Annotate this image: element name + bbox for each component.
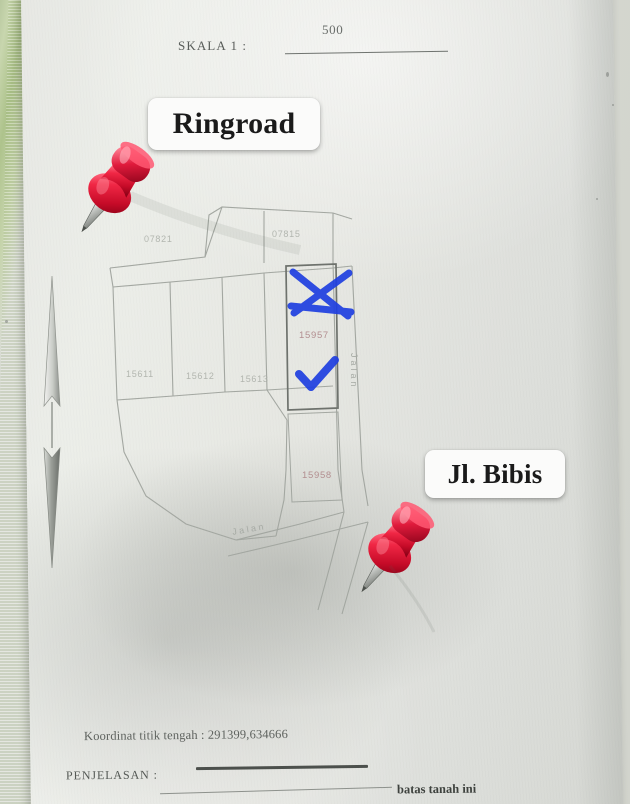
paper-sheet <box>21 0 623 804</box>
dust-speck <box>5 320 8 323</box>
label-ringroad-text: Ringroad <box>172 107 296 140</box>
parcel-label-15612: 15612 <box>186 371 215 381</box>
paper-right-edge-shading <box>566 0 623 804</box>
footer-coordinate: Koordinat titik tengah : 291399,634666 <box>83 726 289 744</box>
pushpin-icon-ringroad <box>81 141 155 233</box>
scale-value: 500 <box>322 22 344 37</box>
pushpin-icon-jl-bibis <box>361 501 435 593</box>
scale-row: SKALA 1 : 500 <box>178 22 448 62</box>
parcel-label-07821: 07821 <box>144 234 173 244</box>
north-arrow-icon <box>43 275 61 569</box>
parcel-label-15613: 15613 <box>240 374 269 384</box>
label-ringroad: Ringroad <box>148 98 320 150</box>
legend-batas-tanah: batas tanah ini <box>396 781 477 797</box>
label-jl-bibis: Jl. Bibis <box>425 450 565 498</box>
scale-underline <box>285 50 448 55</box>
footer-penjelasan-label: PENJELASAN : <box>65 767 158 783</box>
parcel-label-07815: 07815 <box>272 229 301 239</box>
scale-label: SKALA 1 : <box>178 38 248 53</box>
paper-grain <box>21 0 623 804</box>
dust-speck <box>606 72 609 77</box>
parcel-label-15957: 15957 <box>299 330 329 341</box>
dust-speck <box>612 104 614 106</box>
road-label-vertical: Jalan <box>349 353 359 390</box>
dust-speck <box>596 198 598 200</box>
label-jl-bibis-text: Jl. Bibis <box>447 458 543 489</box>
parcel-label-15958: 15958 <box>302 470 332 481</box>
parcel-label-15611: 15611 <box>126 369 154 379</box>
